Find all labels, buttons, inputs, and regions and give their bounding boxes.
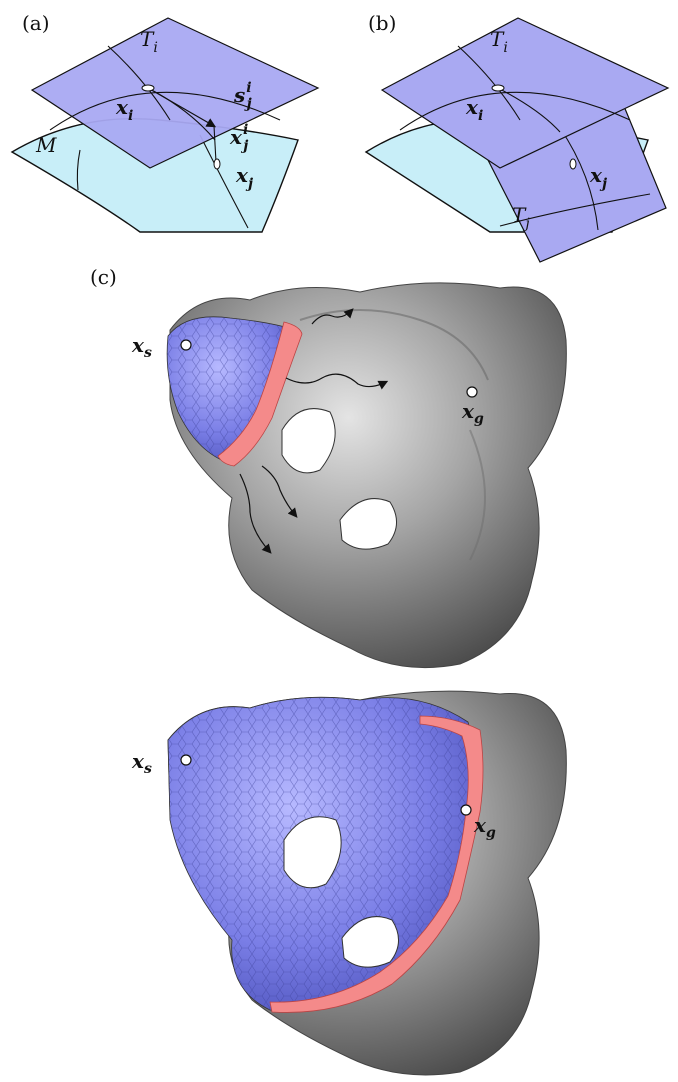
goal-point [467,387,477,397]
panel-c-label: (c) [90,265,117,289]
svg-text:xs: xs [131,749,152,777]
label-x-j-i: x [229,125,243,149]
panel-b: (b) Ti xi xj Tj [366,11,668,262]
start-point [181,755,191,765]
goal-point [461,805,471,815]
label-manifold: M [35,133,57,157]
panel-b-label: (b) [368,11,396,35]
panel-c: (c) xs xg [90,265,566,1075]
label-x-j: x [235,163,249,187]
label-s-j-i: s [233,83,245,107]
label-x-g: x [461,399,475,423]
label-x-g: x [473,813,487,837]
svg-text:xs: xs [131,333,152,361]
label-x-j: x [589,163,603,187]
point-x-i [492,85,504,91]
point-x-i [142,85,154,91]
svg-text:M: M [35,133,57,157]
label-x-i: x [115,95,129,119]
panel-a-label: (a) [22,11,50,35]
label-x-s: x [131,749,145,773]
surface-top: xs xg [131,283,566,668]
start-point [181,340,191,350]
label-x-s: x [131,333,145,357]
point-x-j [570,159,576,169]
label-x-i: x [465,95,479,119]
surface-bottom: xs xg [131,691,566,1075]
point-x-j [214,159,220,169]
